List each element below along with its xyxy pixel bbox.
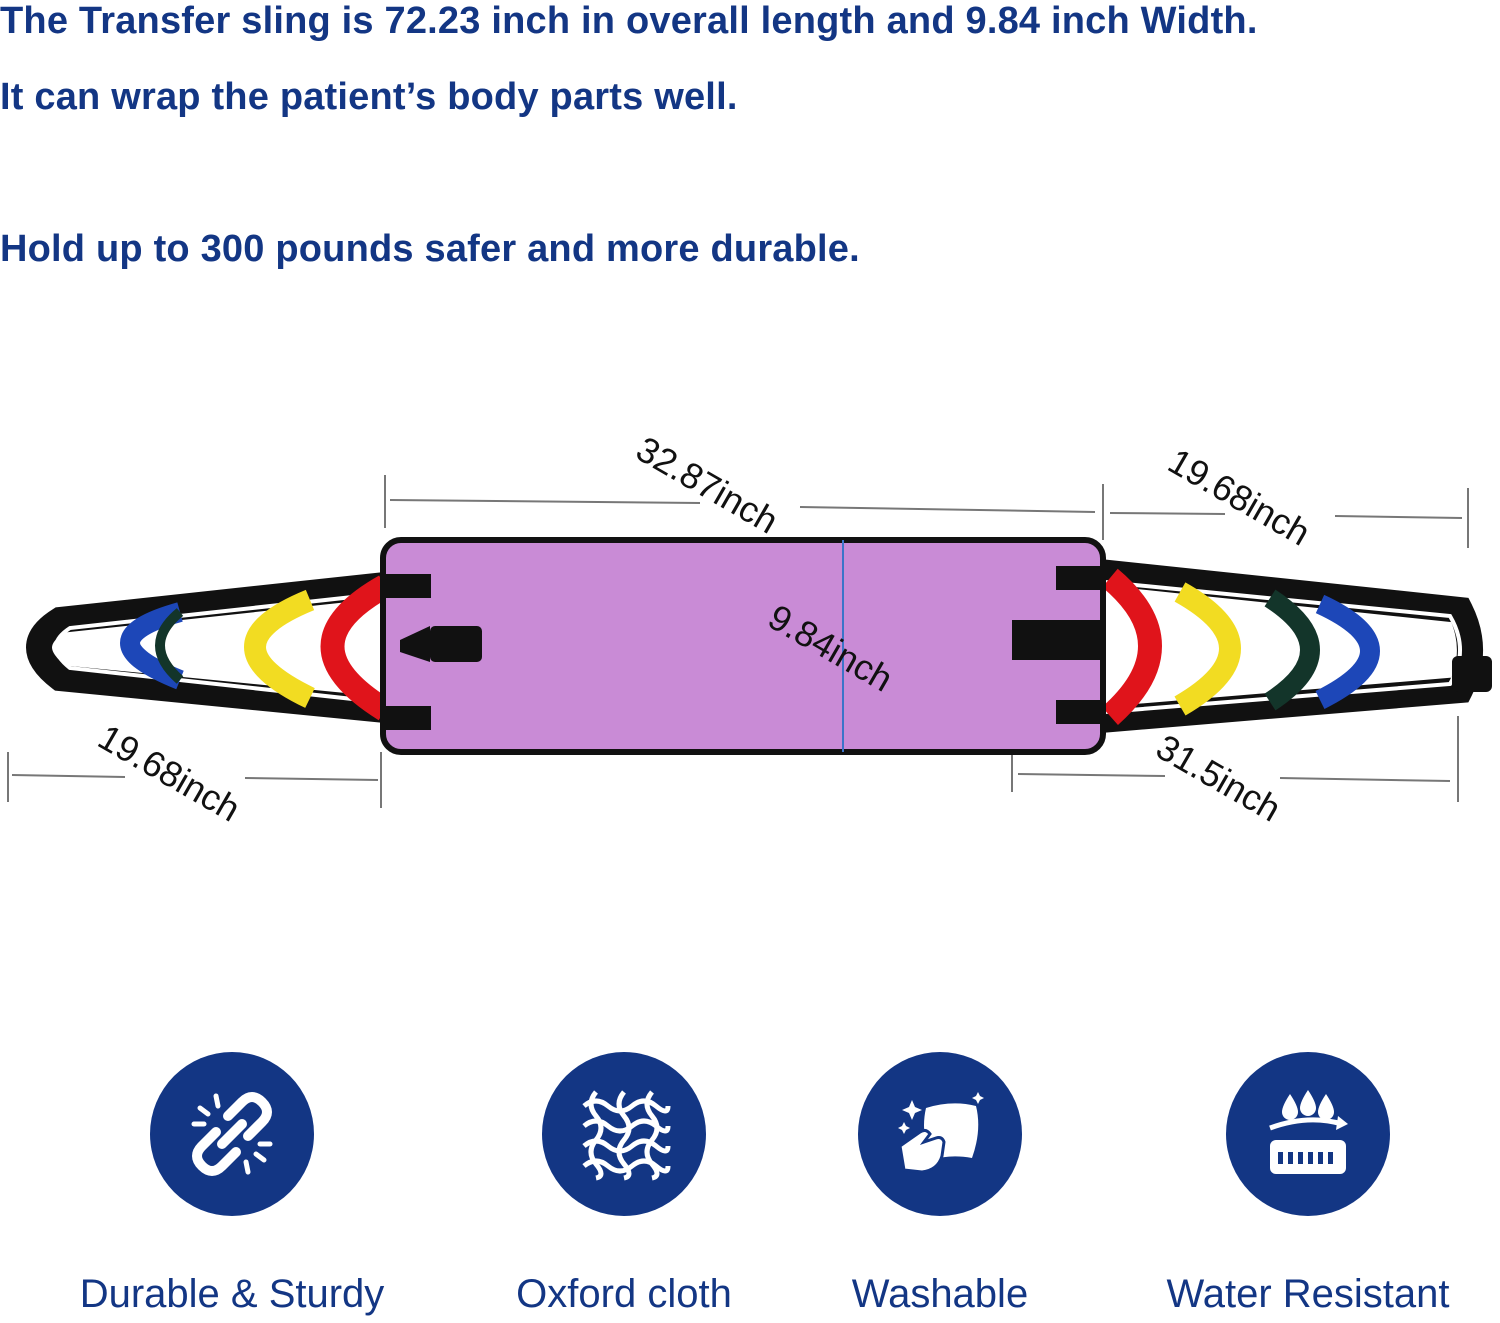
sling-pad: [380, 537, 1106, 755]
water-drops-membrane-icon: [1226, 1052, 1390, 1216]
dimension-lines: [7, 475, 1469, 808]
feature-label-washable: Washable: [851, 1272, 1029, 1316]
intro-line-capacity: Hold up to 300 pounds safer and more dur…: [0, 228, 860, 270]
feature-washable: Washable: [780, 1052, 1100, 1317]
feature-label-water-resistant: Water Resistant: [1166, 1272, 1450, 1316]
intro-line-wrap: It can wrap the patient’s body parts wel…: [0, 76, 738, 118]
feature-label-durable: Durable & Sturdy: [79, 1272, 385, 1316]
woven-fabric-icon: [542, 1052, 706, 1216]
sling-product-image: [7, 475, 1492, 808]
feature-durable: Durable & Sturdy: [72, 1052, 392, 1317]
right-strap: [1098, 559, 1492, 733]
chain-link-icon: [150, 1052, 314, 1216]
hand-wiping-cloth-icon: [858, 1052, 1022, 1216]
left-strap: [26, 572, 392, 723]
feature-oxford: Oxford cloth: [464, 1052, 784, 1317]
feature-water-resistant: Water Resistant: [1148, 1052, 1468, 1317]
feature-label-oxford: Oxford cloth: [516, 1272, 732, 1316]
intro-line-length: The Transfer sling is 72.23 inch in over…: [0, 0, 1258, 42]
